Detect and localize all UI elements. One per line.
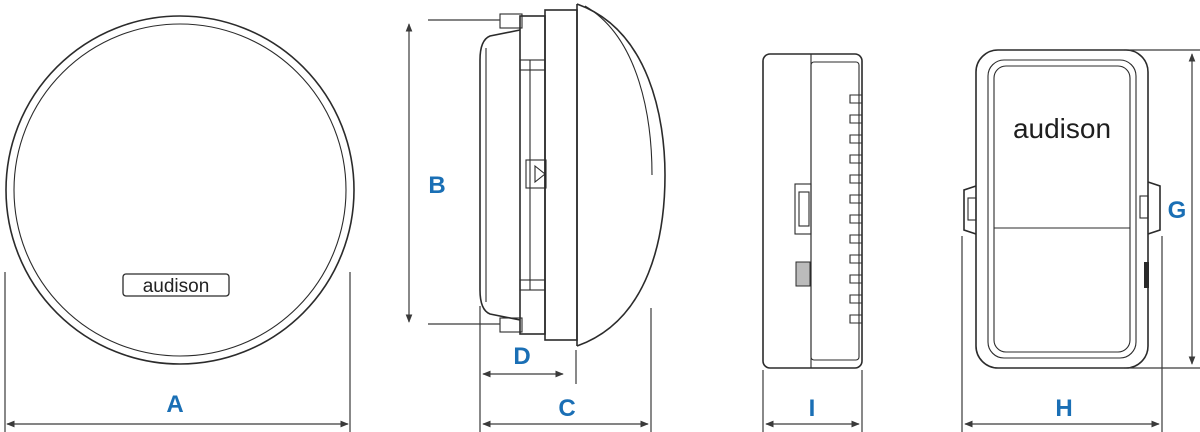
tweeter-side-view (479, 3, 666, 347)
crossover-front-tab-right-slot (1139, 195, 1149, 219)
side-clip-bottom (519, 279, 546, 291)
dimension-d-label: D (513, 343, 530, 370)
dimension-b-label: B (428, 172, 445, 199)
side-clip-top (519, 59, 546, 71)
dimension-b: B (405, 19, 500, 325)
crossover-side-switch (795, 261, 811, 287)
crossover-side-connector-inner (798, 191, 810, 227)
dimension-g: G (1124, 49, 1200, 369)
side-latch (525, 159, 547, 189)
side-dome-inner (584, 5, 653, 176)
side-body (544, 9, 578, 341)
dimension-a-label: A (166, 391, 183, 418)
crossover-front-side-switch (1144, 262, 1149, 288)
dimension-d: D (479, 306, 577, 432)
crossover-front-bezel (987, 59, 1137, 359)
side-pin-bottom (499, 317, 523, 333)
crossover-side-connector (794, 183, 812, 235)
crossover-side-view (762, 53, 863, 369)
crossover-front-tab-left-slot (967, 197, 977, 221)
crossover-front-logo: audison (1013, 113, 1111, 144)
crossover-front-panel (993, 65, 1131, 353)
crossover-front-tab-right (1147, 181, 1161, 235)
side-dome (576, 3, 666, 347)
dimension-g-label: G (1168, 197, 1187, 224)
crossover-side-body (762, 53, 863, 369)
front-logo-plate (122, 273, 230, 297)
crossover-front-tab-left (963, 185, 977, 235)
side-mount-ring (519, 15, 546, 335)
side-rear-cup (479, 29, 521, 321)
front-inner-ring (13, 23, 347, 357)
crossover-front-view: audison (963, 49, 1161, 369)
dimension-h-label: H (1055, 395, 1072, 422)
dimension-i: I (762, 370, 863, 432)
front-logo-text: audison (143, 276, 210, 297)
side-latch-triangle (534, 164, 546, 184)
tweeter-front-view: audison (5, 15, 355, 365)
crossover-side-fins (849, 94, 862, 324)
side-pin-top (499, 13, 523, 29)
crossover-front-outer (975, 49, 1149, 369)
dimension-a: A (4, 272, 351, 432)
front-outer-ring (5, 15, 355, 365)
dimension-c-label: C (558, 395, 575, 422)
dimension-i-label: I (809, 395, 816, 422)
dimension-c: C (482, 308, 652, 432)
dimension-h: H (961, 236, 1163, 432)
